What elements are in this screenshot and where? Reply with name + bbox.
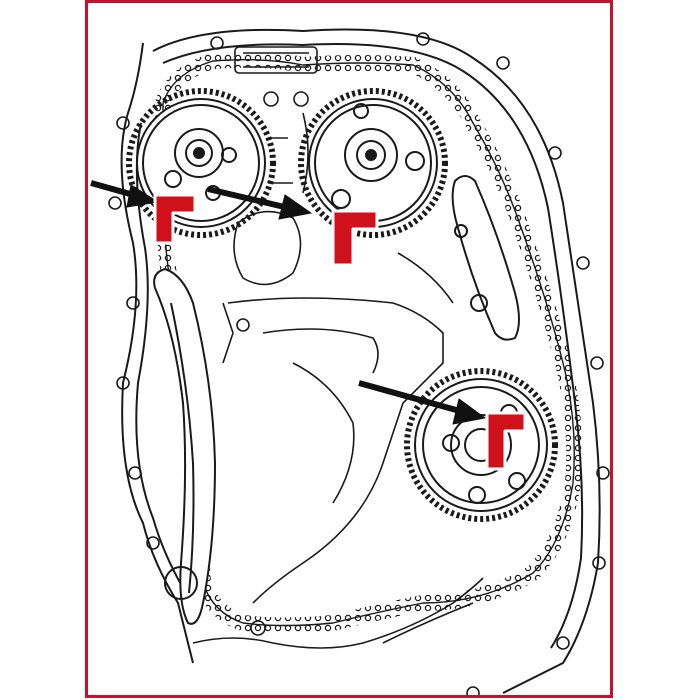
- sprocket-locking-tool-3: [485, 411, 527, 471]
- bolt-hole: [592, 556, 606, 570]
- arrow-3: [358, 380, 487, 425]
- bolt-hole: [556, 636, 570, 650]
- engine-block-detail: [192, 46, 484, 649]
- timing-chain-diagram: [90, 28, 610, 695]
- camshaft-locking-tool-1: [153, 193, 197, 245]
- bolt-hole: [496, 56, 510, 70]
- bolt-hole: [466, 686, 480, 695]
- bolt-hole: [576, 256, 590, 270]
- bolt-hole: [116, 116, 130, 130]
- bolt-hole: [590, 356, 604, 370]
- bolt-hole: [548, 146, 562, 160]
- arrow-1: [90, 180, 160, 208]
- exhaust-camshaft-sprocket: [298, 88, 448, 238]
- bolt-hole: [126, 296, 140, 310]
- bolt-hole: [146, 536, 160, 550]
- chain-guide-rail: [451, 175, 520, 341]
- bolt-hole: [128, 466, 142, 480]
- intake-camshaft-sprocket: [126, 88, 276, 238]
- bolt-hole: [210, 36, 224, 50]
- bolt-hole: [108, 196, 122, 210]
- cover-bolt-holes: [108, 32, 610, 695]
- diagram-frame: [85, 0, 613, 698]
- pointer-arrows: [90, 180, 487, 425]
- balance-shaft-sprocket: [404, 368, 558, 522]
- bolt-hole: [116, 376, 130, 390]
- arrow-2: [207, 186, 313, 220]
- camshaft-locking-tool-2: [331, 209, 379, 267]
- bolt-hole: [596, 466, 610, 480]
- bolt-hole: [416, 32, 430, 46]
- chain-tensioner-rail: [153, 267, 217, 625]
